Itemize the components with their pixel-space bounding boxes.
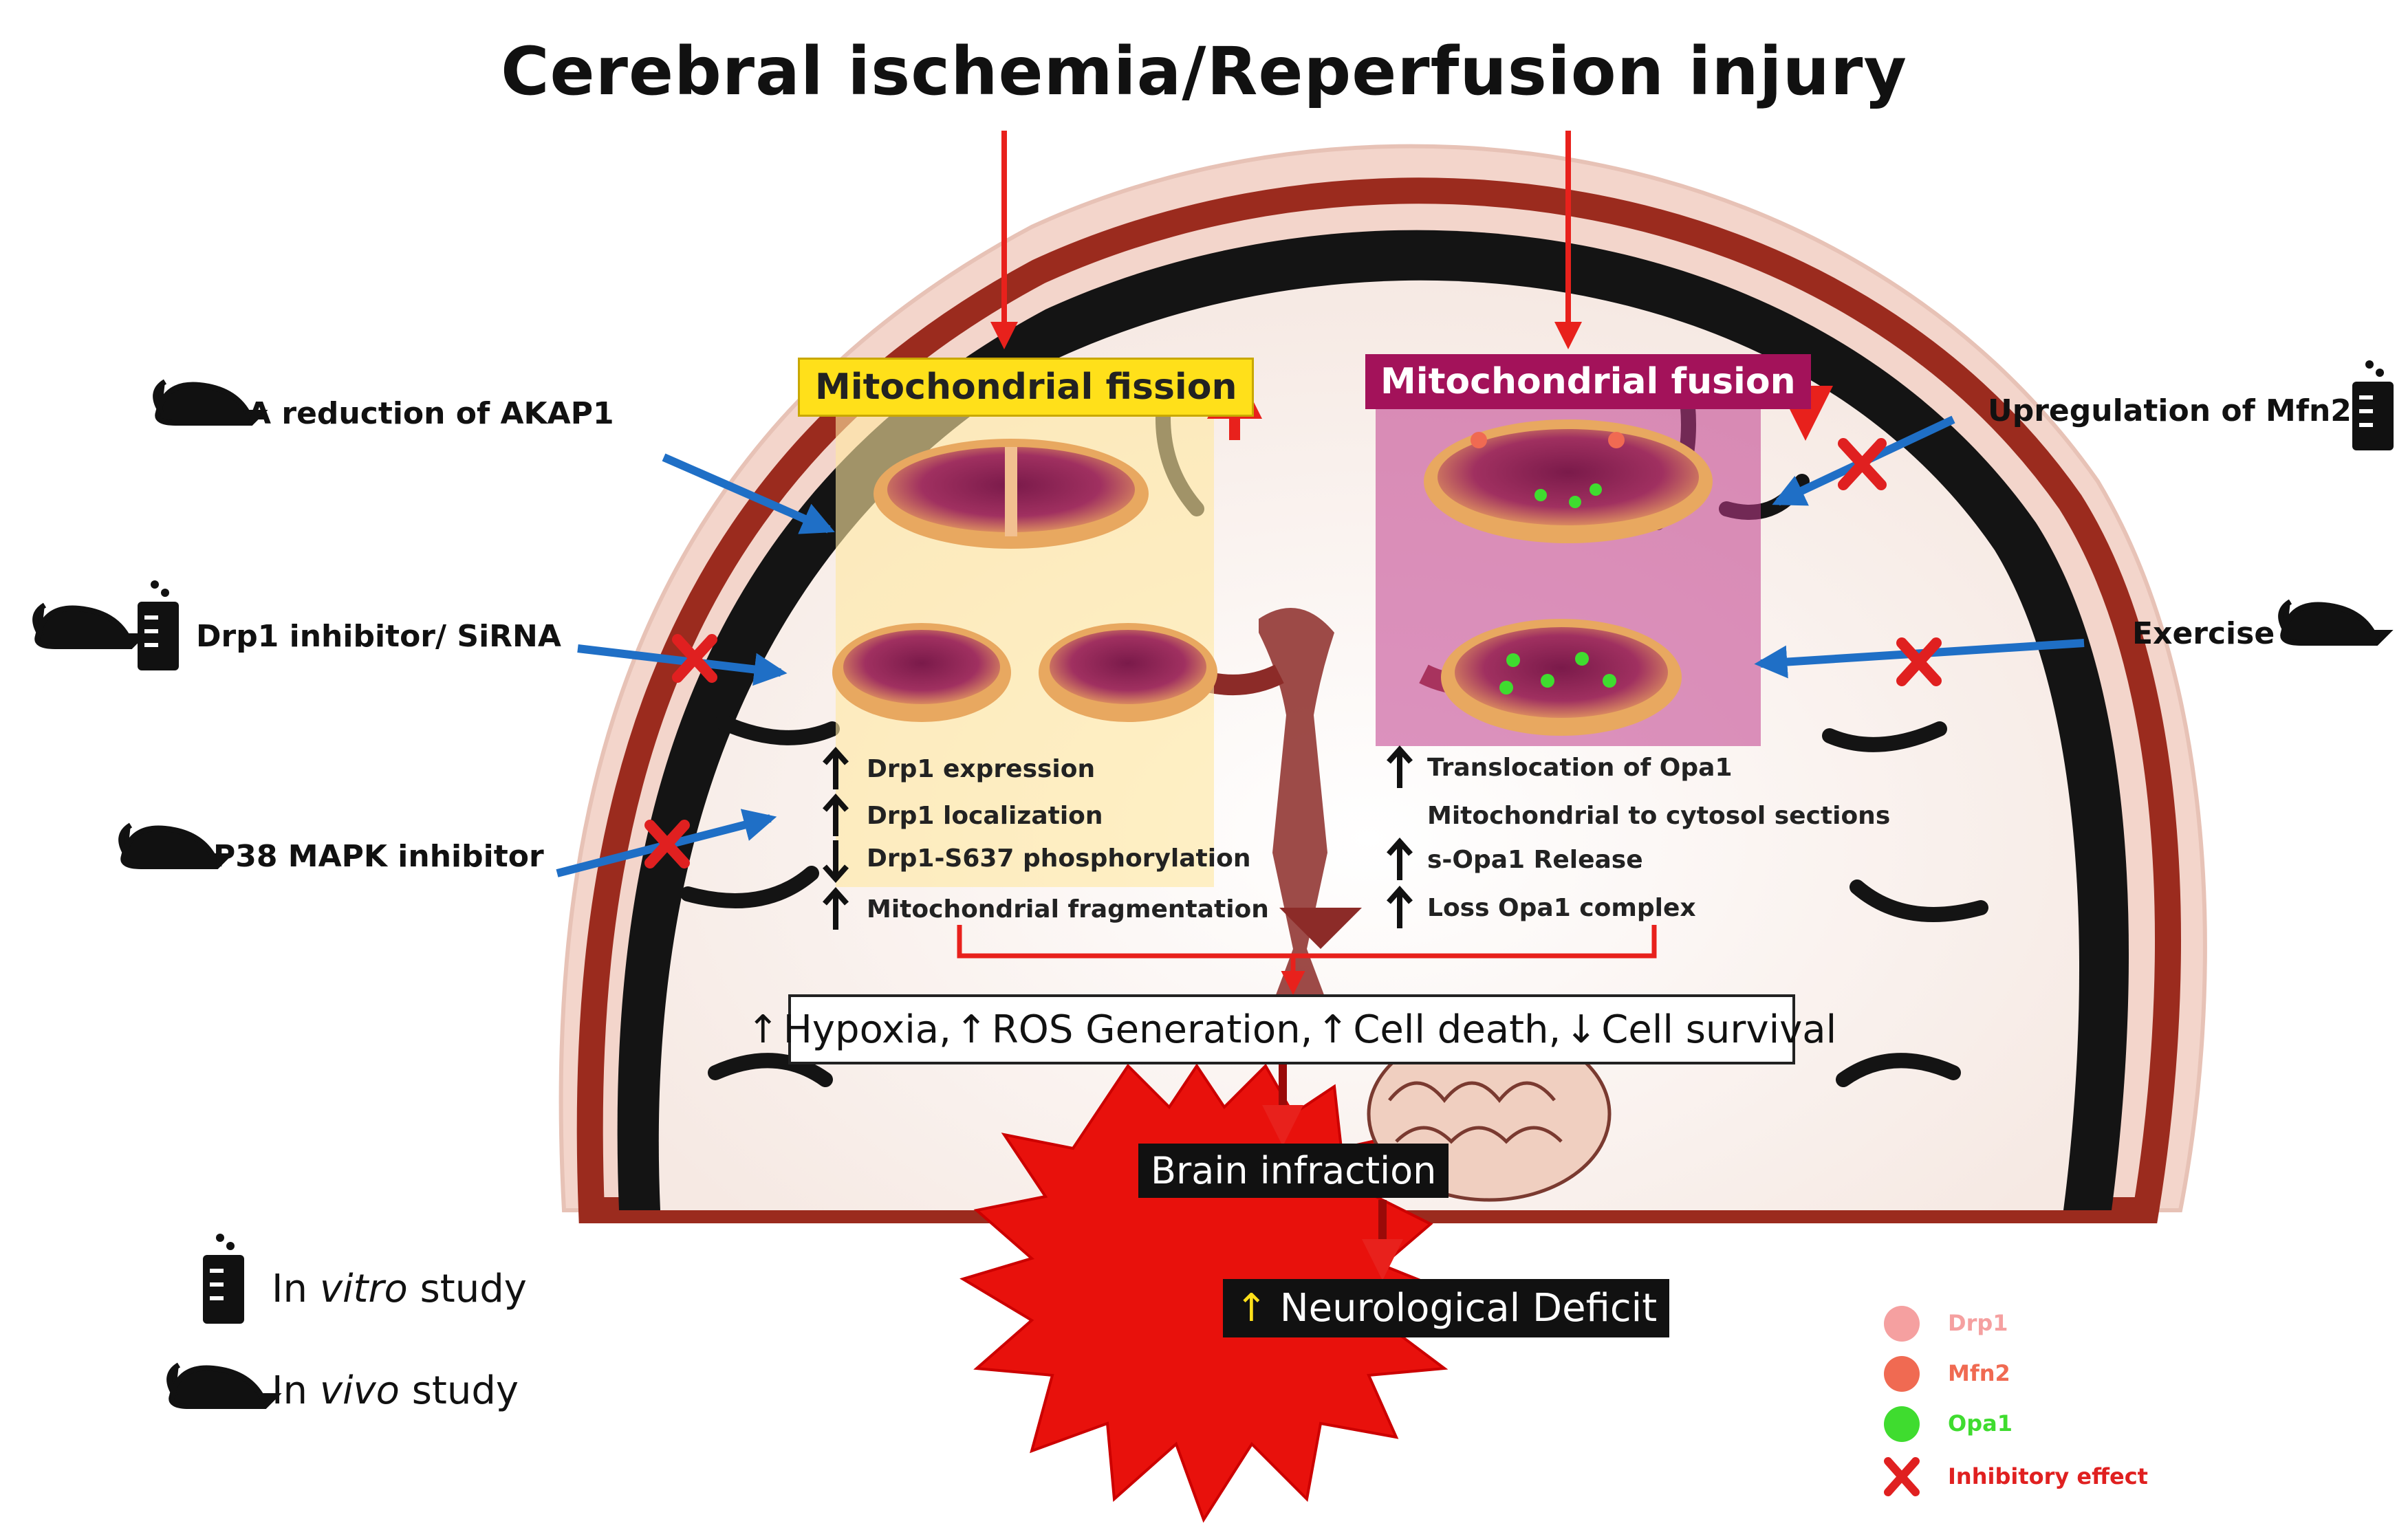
up-arrow-icon: ↑ [1235, 1286, 1268, 1331]
inhibit-x-exercise [1896, 637, 1942, 686]
outcome-item: ROS Generation, [991, 1007, 1313, 1052]
intervention-drp1: Drp1 inhibitor/ SiRNA [196, 619, 561, 654]
fusion-label: Mitochondrial fusion [1365, 354, 1811, 409]
fission-item-arrows [823, 746, 849, 930]
rat-icon [118, 822, 234, 869]
fission-item: Drp1 expression [867, 755, 1096, 783]
mitochondria-fission-top [874, 439, 1149, 549]
up-arrow-icon [1387, 837, 1413, 880]
up-arrow-icon: ↑ [746, 1007, 779, 1052]
mitochondria-fusion-bottom [1441, 619, 1682, 736]
intervention-akap1: A reduction of AKAP1 [248, 396, 614, 431]
outcome-item: Cell survival [1601, 1007, 1837, 1052]
beaker-icon [138, 580, 179, 670]
neurological-deficit-label: ↑ Neurological Deficit [1223, 1279, 1670, 1337]
inhibitory-legend-x [1884, 1457, 1920, 1496]
up-arrow-icon [823, 793, 849, 836]
intervention-p38: P38 MAPK inhibitor [213, 839, 544, 874]
fission-label: Mitochondrial fission [798, 358, 1255, 417]
fusion-item-arrows [1387, 745, 1413, 928]
up-arrow-icon [823, 886, 849, 930]
mitochondria-fusion-top [1424, 419, 1713, 543]
outcome-item: Hypoxia, [783, 1007, 951, 1052]
beaker-icon [2352, 360, 2394, 450]
akap1-arrow [662, 453, 835, 534]
diagram-title: Cerebral ischemia/Reperfusion injury [501, 33, 1907, 110]
intervention-mfn2: Upregulation of Mfn2 [1988, 393, 2352, 428]
fission-item: Drp1-S637 phosphorylation [867, 844, 1251, 873]
rat-icon [166, 1362, 282, 1409]
legend-in-vitro: In vitro study [272, 1267, 527, 1311]
fusion-item: Mitochondrial to cytosol sections [1427, 802, 1891, 830]
up-arrow-icon: ↑ [955, 1007, 988, 1052]
legend-inhibitory: Inhibitory effect [1948, 1463, 2148, 1489]
fusion-item: s-Opa1 Release [1427, 846, 1643, 874]
inhibitory-marks [644, 438, 1942, 868]
outcome-box: ↑Hypoxia, ↑ROS Generation, ↑Cell death, … [747, 994, 1836, 1064]
rat-icon [153, 379, 268, 426]
up-arrow-icon [823, 746, 849, 789]
down-arrow-icon: ↓ [1565, 1007, 1598, 1052]
inhibit-x-p38 [644, 820, 690, 868]
fusion-item: Loss Opa1 complex [1427, 894, 1696, 922]
legend-mfn2: Mfn2 [1948, 1360, 2010, 1386]
rat-icon [32, 602, 148, 649]
up-arrow-icon: ↑ [1316, 1007, 1349, 1052]
deficit-text: Neurological Deficit [1279, 1286, 1658, 1331]
fission-item: Mitochondrial fragmentation [867, 895, 1269, 924]
legend-drp1: Drp1 [1948, 1310, 2008, 1336]
fission-item: Drp1 localization [867, 802, 1103, 830]
up-arrow-icon [1387, 885, 1413, 928]
drp1-legend-dot [1884, 1306, 1920, 1342]
opa1-legend-dot [1884, 1406, 1920, 1442]
down-arrow-icon [823, 840, 849, 884]
fusion-item: Translocation of Opa1 [1427, 754, 1733, 782]
legend-in-vivo: In vivo study [272, 1368, 519, 1413]
mitochondria-fission-bottom [832, 623, 1217, 722]
drp1-inhibitor-arrow [577, 644, 788, 686]
mfn2-legend-dot [1884, 1356, 1920, 1392]
legend-opa1: Opa1 [1948, 1410, 2013, 1436]
up-arrow-icon [1387, 745, 1413, 788]
rat-icon [2278, 599, 2394, 646]
inhibit-x-mfn2 [1838, 438, 1887, 490]
outcome-item: Cell death, [1353, 1007, 1561, 1052]
inhibit-x-drp1 [672, 634, 717, 683]
intervention-exercise: Exercise [2132, 616, 2275, 651]
brain-infraction-label: Brain infraction [1138, 1144, 1449, 1198]
convergence-bracket [957, 925, 1657, 959]
beaker-icon [203, 1234, 244, 1324]
